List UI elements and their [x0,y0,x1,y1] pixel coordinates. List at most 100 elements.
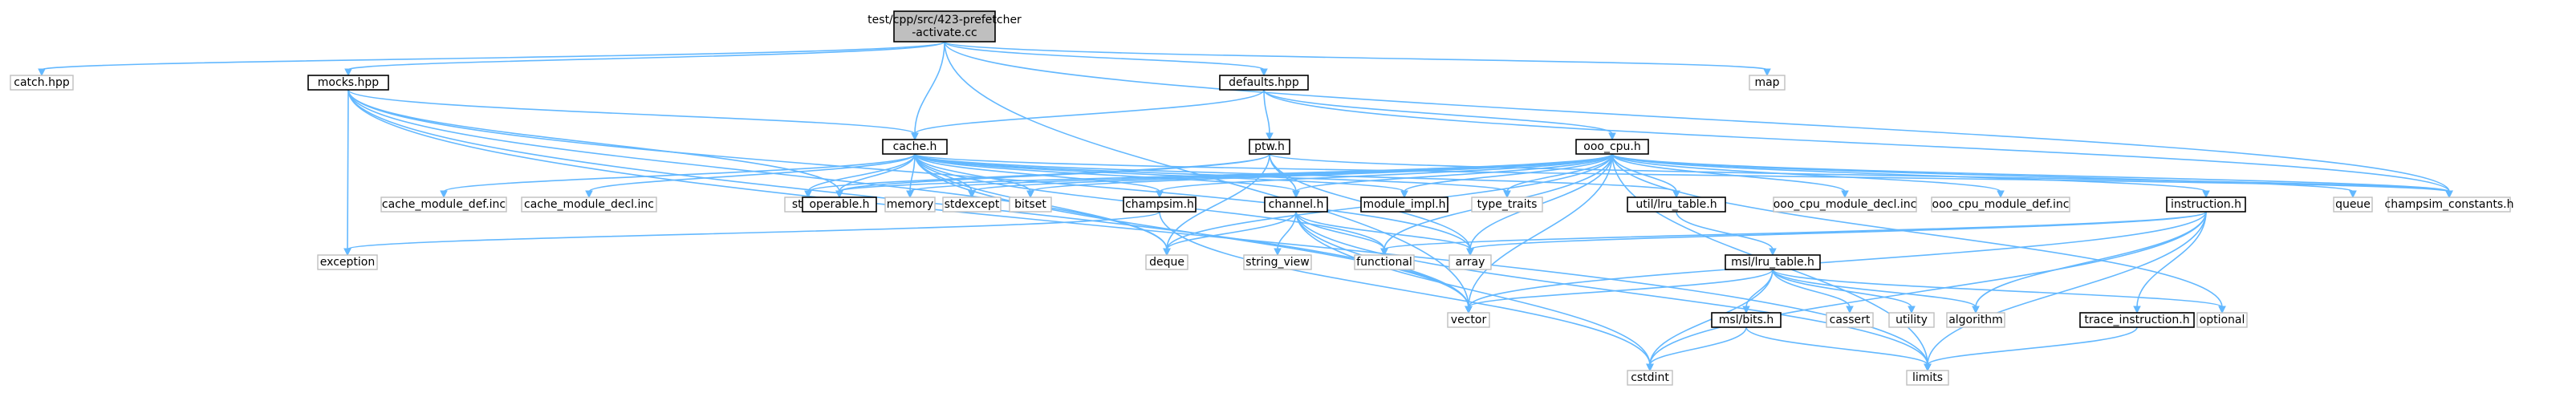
edge-msl_lru-to-optional [1772,269,2223,308]
node-box [1773,196,1917,213]
node-champsim[interactable]: champsim.h [1123,196,1197,213]
edge-instruction-to-functional [1383,211,2207,250]
edge-ooo-to-util_lru [1611,153,1677,192]
node-box [2387,196,2511,213]
edge-instruction-to-trace_instruction [2136,211,2207,308]
node-stdexcept: stdexcept [942,196,1002,213]
edge-arrowhead [343,248,351,257]
node-mocks[interactable]: mocks.hpp [307,75,389,91]
edge-arrowhead [804,190,812,199]
node-label: optional [2200,314,2245,326]
node-box [1906,370,1949,386]
node-label: array [1456,256,1485,269]
edge-arrowhead [1266,132,1274,141]
node-label: limits [1912,371,1943,384]
node-box [1725,254,1821,270]
edge-root-to-catch [41,41,945,71]
edge-root-to-map [944,41,1768,71]
edge-cache-to-constants [914,153,2450,192]
node-utility: utility [1888,312,1935,328]
edge-ooo-to-optional [1611,153,2223,308]
edge-arrowhead [1466,248,1474,257]
edge-defaults-to-ptw [1263,89,1270,135]
edge-channel-to-array [1295,211,1471,250]
edge-arrowhead [1292,190,1300,199]
edge-cache-to-channel [914,153,1297,192]
node-label: module_impl.h [1363,198,1445,211]
node-box [521,196,657,213]
node-box [317,254,378,270]
edge-instruction-to-cstdint [1649,211,2207,366]
node-util-lru[interactable]: util/lru_table.h [1627,196,1726,213]
edge-msl_lru-to-utility [1772,269,1912,308]
edge-ooo-to-vector [1468,153,1613,308]
node-instruction[interactable]: instruction.h [2166,196,2246,213]
node-box [1888,312,1935,328]
node-label: exception [320,256,375,269]
node-array: array [1448,254,1492,270]
node-label: mocks.hpp [318,76,380,89]
edge-root-to-cache [914,41,945,135]
node-ptw[interactable]: ptw.h [1249,139,1290,155]
node-label: operable.h [809,198,869,211]
node-module-impl[interactable]: module_impl.h [1360,196,1448,213]
node-box [1826,312,1874,328]
edge-arrowhead [1846,306,1854,314]
node-box [1575,139,1649,155]
node-box [893,10,996,43]
node-root[interactable]: test/cpp/src/423-prefetcher-activate.cc [867,10,1022,43]
edge-cache-to-string [807,153,916,192]
node-box [2333,196,2373,213]
edge-defaults-to-constants [1263,89,2450,192]
edge-arrowhead [1026,190,1034,199]
node-label: -activate.cc [912,26,977,39]
edge-ooo-to-champsim [1159,153,1613,192]
node-limits: limits [1906,370,1949,386]
edge-msl_lru-to-algorithm [1772,269,1977,308]
node-label: map [1754,76,1779,89]
node-box [1009,196,1052,213]
edge-arrowhead [1400,190,1408,199]
edge-arrowhead [2202,190,2210,199]
edge-ooo-to-channel [1295,153,1613,192]
node-label: queue [2335,198,2371,211]
node-trace-instruction[interactable]: trace_instruction.h [2079,312,2195,328]
node-box [1448,254,1492,270]
node-label: ooo_cpu_module_decl.inc [1774,198,1917,211]
node-box [1471,196,1543,213]
edge-root-to-constants [944,41,2450,192]
node-optional: optional [2196,312,2248,328]
edge-champsim-to-cstdint [1159,211,1651,366]
edge-ptw-to-string [807,153,1270,192]
edge-channel-to-functional [1295,211,1385,250]
edge-arrowhead [1763,68,1771,77]
node-operable[interactable]: operable.h [802,196,877,213]
edge-arrowhead [1769,248,1777,257]
node-box [1627,370,1673,386]
edge-arrowhead [1380,248,1388,257]
edge-ooo-to-bitset [1030,153,1613,192]
node-box [1360,196,1448,213]
node-ooo[interactable]: ooo_cpu.h [1575,139,1649,155]
node-defaults[interactable]: defaults.hpp [1219,75,1309,91]
node-channel[interactable]: channel.h [1264,196,1328,213]
edge-arrowhead [2349,190,2357,199]
edge-defaults-to-ooo [1263,89,1613,135]
node-ooo-def: ooo_cpu_module_def.inc [1931,196,2070,213]
node-msl-lru[interactable]: msl/lru_table.h [1725,254,1821,270]
edge-ooo-to-ooo_decl [1611,153,1846,192]
edge-cache-to-cache_module_decl [588,153,916,192]
edge-arrowhead [1972,306,1980,314]
node-msl-bits[interactable]: msl/bits.h [1711,312,1782,328]
edge-instruction-to-array [1469,211,2207,250]
node-vector: vector [1447,312,1490,328]
node-cache[interactable]: cache.h [882,139,948,155]
node-queue: queue [2333,196,2373,213]
edge-defaults-to-cache [914,89,1265,135]
edge-arrowhead [2218,306,2226,314]
node-box [1749,75,1786,91]
edge-arrowhead [1841,190,1849,199]
edge-ptw-to-deque [1166,153,1270,250]
node-box [2166,196,2246,213]
node-label: algorithm [1948,314,2003,326]
